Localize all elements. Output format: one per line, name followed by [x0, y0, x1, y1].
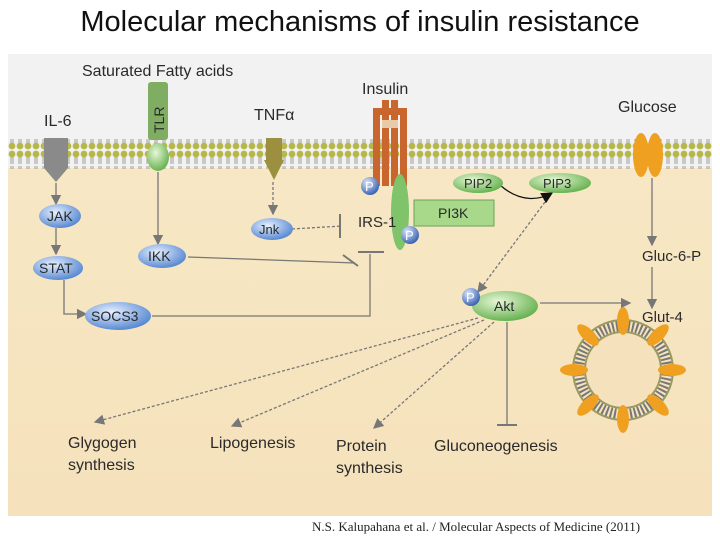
- glut4-transporter: [577, 324, 599, 346]
- insulin-receptor: [373, 100, 407, 186]
- pip2-node: [453, 173, 503, 193]
- socs3-node: [85, 302, 151, 330]
- jak-node: [39, 204, 81, 228]
- akt-node: [472, 291, 538, 321]
- ikk-node: [138, 244, 186, 268]
- glut4-transporter: [647, 324, 669, 346]
- tnfa-label: TNFα: [254, 107, 294, 124]
- tlr-label: TLR: [151, 107, 167, 133]
- stat-label: STAT: [39, 260, 73, 276]
- pip2-label: PIP2: [464, 176, 492, 191]
- lipogenesis-label: Lipogenesis: [210, 435, 295, 452]
- il6-label: IL-6: [44, 113, 72, 130]
- cell-membrane: [8, 139, 712, 169]
- glut4-transporter: [560, 364, 588, 376]
- glut4-transporter: [647, 394, 669, 416]
- pi3k-label: PI3K: [438, 205, 469, 221]
- saturated-fatty-acids-label: Saturated Fatty acids: [82, 63, 233, 80]
- gluc6p-label: Gluc-6-P: [642, 248, 701, 265]
- glut4-label: Glut-4: [642, 309, 683, 326]
- glucose-label: Glucose: [618, 99, 677, 116]
- jak-label: JAK: [47, 208, 73, 224]
- phosphate-icon: [361, 177, 379, 195]
- pip3-node: [529, 173, 591, 193]
- ikk-label: IKK: [148, 248, 171, 264]
- socs3-label: SOCS3: [91, 308, 139, 324]
- glut4-transporter: [617, 307, 629, 335]
- phosphate-label: P: [405, 228, 414, 243]
- phosphate-icon: [462, 288, 480, 306]
- glut4-transporter: [577, 394, 599, 416]
- glut4-transporter: [658, 364, 686, 376]
- irs1-label: IRS-1: [358, 214, 396, 231]
- glucose-transporter: [633, 133, 663, 177]
- protein-synthesis-label-line2: synthesis: [336, 460, 403, 477]
- jnk-label: Jnk: [259, 222, 280, 237]
- citation: N.S. Kalupahana et al. / Molecular Aspec…: [312, 519, 641, 534]
- pathway-connectors: [50, 172, 658, 429]
- pip2-to-pip3-arrow: [499, 184, 554, 204]
- il6-receptor: [44, 138, 68, 182]
- protein-synthesis-label-line1: Protein: [336, 438, 387, 455]
- phosphate-icon: [401, 226, 419, 244]
- akt-label: Akt: [494, 298, 514, 314]
- phosphate-label: P: [365, 179, 374, 194]
- slide-title: Molecular mechanisms of insulin resistan…: [80, 6, 640, 38]
- stat-node: [33, 256, 83, 280]
- glycogen-synthesis-label-line1: Glygogen: [68, 435, 137, 452]
- insulin-label: Insulin: [362, 81, 408, 98]
- glycogen-synthesis-label-line2: synthesis: [68, 457, 135, 474]
- pi3k-node: [413, 199, 495, 227]
- phosphate-label: P: [466, 290, 475, 305]
- jnk-node: [251, 218, 293, 240]
- glut4-vesicle: [560, 307, 686, 433]
- tnf-receptor: [264, 138, 284, 180]
- pip3-label: PIP3: [543, 176, 571, 191]
- glut4-transporter: [617, 405, 629, 433]
- tlr-receptor: [147, 82, 169, 171]
- gluconeogenesis-label: Gluconeogenesis: [434, 438, 558, 455]
